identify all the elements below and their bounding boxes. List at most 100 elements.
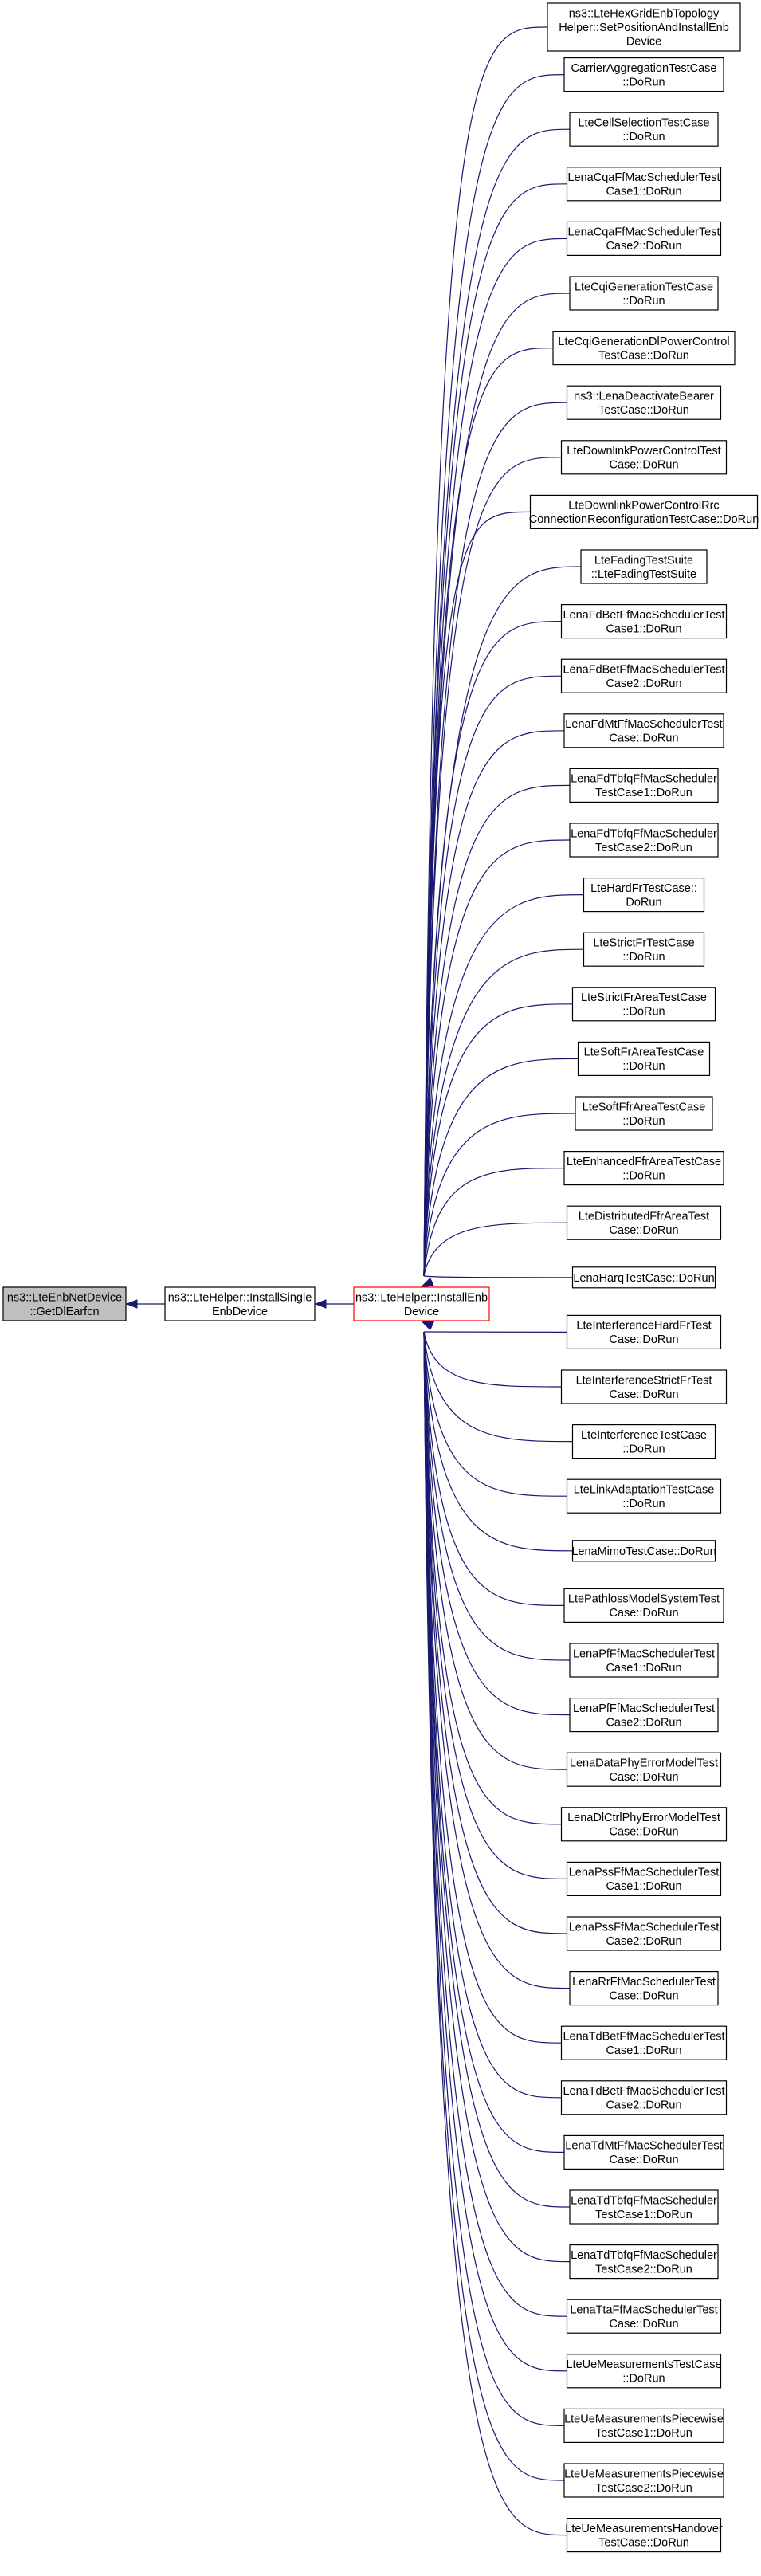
caller-node[interactable]: LenaHarqTestCase::DoRun <box>571 1266 716 1289</box>
caller-node[interactable]: LenaMimoTestCase::DoRun <box>571 1540 716 1562</box>
caller-nodes: ns3::LteHexGridEnbTopologyHelper::SetPos… <box>529 2 759 2553</box>
caller-node[interactable]: LteLinkAdaptationTestCase::DoRun <box>566 1478 722 1514</box>
caller-node[interactable]: LteUeMeasurementsPiecewiseTestCase2::DoR… <box>563 2463 724 2498</box>
node-label-line: LteDistributedFfrAreaTest <box>579 1210 709 1223</box>
node-label-line: EnbDevice <box>212 1306 268 1318</box>
node-label-line: ::DoRun <box>622 295 665 308</box>
caller-node[interactable]: LteUeMeasurementsPiecewiseTestCase1::DoR… <box>563 2408 724 2443</box>
node-box <box>566 1314 722 1350</box>
node-label-line: LteFadingTestSuite <box>594 554 693 567</box>
node-label-line: ::DoRun <box>622 1498 665 1510</box>
node-box <box>566 1478 722 1514</box>
caller-node[interactable]: LteCellSelectionTestCase::DoRun <box>569 112 719 147</box>
node-box <box>569 1643 719 1678</box>
edge-line <box>423 1222 567 1277</box>
caller-node[interactable]: LteSoftFfrAreaTestCase::DoRun <box>575 1096 713 1131</box>
node-install-single-enb-device[interactable]: ns3::LteHelper::InstallSingle EnbDevice <box>164 1286 316 1321</box>
node-label-line: LenaTdTbfqFfMacScheduler <box>571 2194 717 2207</box>
node-label-line: LenaDataPhyErrorModelTest <box>570 1757 718 1769</box>
edge-line <box>423 1331 562 1825</box>
edge-line <box>423 74 565 1277</box>
caller-node[interactable]: LteHardFrTestCase::DoRun <box>583 877 705 913</box>
node-label-line: LenaCqaFfMacSchedulerTest <box>567 226 720 239</box>
caller-node[interactable]: LteCqiGenerationDlPowerControlTestCase::… <box>552 331 736 366</box>
caller-node[interactable]: LteStrictFrTestCase::DoRun <box>583 932 705 967</box>
node-label-line: LenaPssFfMacSchedulerTest <box>569 1921 720 1934</box>
node-label-line: LenaFdBetFfMacSchedulerTest <box>563 663 724 676</box>
node-box <box>571 1266 716 1289</box>
node-label-line: ::DoRun <box>622 1115 665 1128</box>
node-label-line: Device <box>626 36 661 49</box>
node-box <box>2 1286 127 1321</box>
caller-node[interactable]: LteFadingTestSuite::LteFadingTestSuite <box>580 549 708 584</box>
edge-line <box>423 948 584 1277</box>
node-label-line: TestCase::DoRun <box>598 2536 689 2549</box>
node-label-line: LteSoftFfrAreaTestCase <box>583 1101 706 1113</box>
caller-node[interactable]: LteStrictFrAreaTestCase::DoRun <box>571 987 716 1022</box>
node-label-line: Case::DoRun <box>609 732 678 745</box>
caller-node[interactable]: LteCqiGenerationTestCase::DoRun <box>569 276 719 311</box>
node-label-line: LenaDlCtrlPhyErrorModelTest <box>567 1812 720 1824</box>
caller-node[interactable]: ns3::LteHexGridEnbTopologyHelper::SetPos… <box>547 2 741 52</box>
node-label-line: LteCellSelectionTestCase <box>578 116 709 129</box>
caller-node[interactable]: LteDownlinkPowerControlRrcConnectionReco… <box>529 494 759 530</box>
node-label-line: Case::DoRun <box>609 2318 678 2331</box>
node-box <box>583 932 705 967</box>
caller-node[interactable]: LteSoftFrAreaTestCase::DoRun <box>577 1041 711 1077</box>
caller-node[interactable]: LteEnhancedFfrAreaTestCase::DoRun <box>563 1150 724 1186</box>
edge-line <box>423 511 531 1277</box>
edge-line <box>423 293 571 1277</box>
node-label-line: Case1::DoRun <box>606 2044 681 2057</box>
edge-line <box>423 457 562 1277</box>
node-label-line: ns3::LteHexGridEnbTopology <box>569 8 720 21</box>
node-box <box>571 1423 716 1459</box>
node-install-enb-device[interactable]: ns3::LteHelper::InstallEnb Device <box>353 1286 490 1321</box>
node-label-line: ns3::LenaDeactivateBearer <box>574 390 714 402</box>
edge-line <box>423 730 565 1277</box>
node-label-line: TestCase1::DoRun <box>595 787 692 799</box>
caller-node[interactable]: LteInterferenceTestCase::DoRun <box>571 1423 716 1459</box>
caller-node[interactable]: CarrierAggregationTestCase::DoRun <box>563 57 724 92</box>
edge-line <box>423 1331 565 1606</box>
node-label-line: Case::DoRun <box>609 1333 678 1346</box>
node-label-line: LenaMimoTestCase::DoRun <box>571 1545 716 1558</box>
node-label-line: TestCase2::DoRun <box>595 2263 692 2276</box>
edge-line <box>423 784 571 1277</box>
node-label-line: TestCase2::DoRun <box>595 842 692 854</box>
node-box <box>563 1588 724 1624</box>
caller-node[interactable]: LteUeMeasurementsTestCase::DoRun <box>566 2354 722 2389</box>
edge-arrowhead <box>314 1299 327 1309</box>
node-box <box>529 494 759 530</box>
edge-line <box>423 1331 567 1879</box>
node-label-line: Case::DoRun <box>609 2154 678 2166</box>
node-box <box>560 2080 728 2115</box>
node-root[interactable]: ns3::LteEnbNetDevice ::GetDlEarfcn <box>2 1286 127 1321</box>
